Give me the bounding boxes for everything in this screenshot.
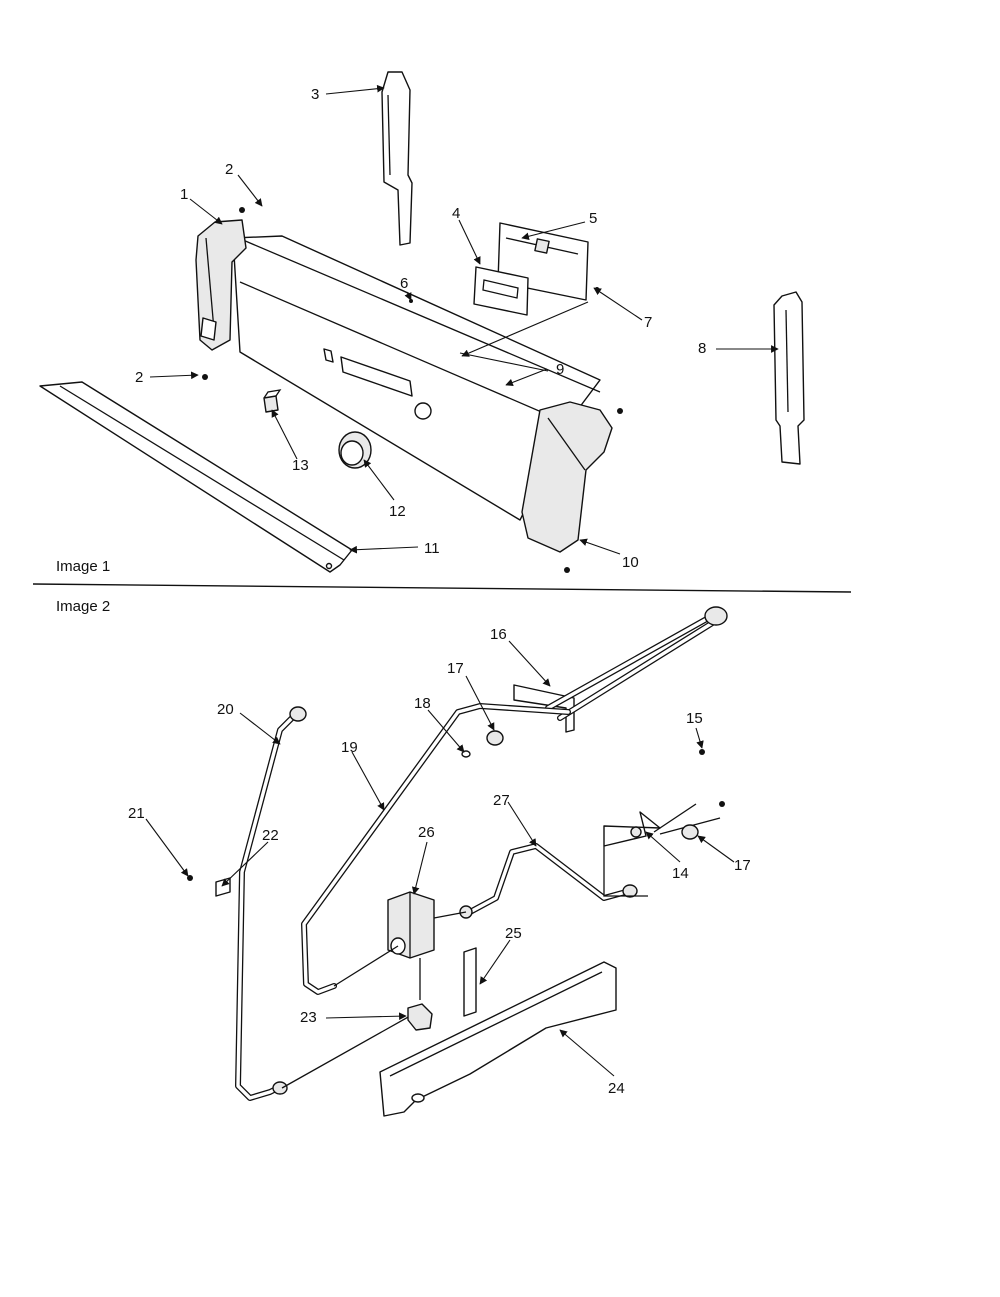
callout-2: 2 bbox=[135, 369, 143, 386]
nut-icon bbox=[486, 730, 504, 746]
manifold-bracket bbox=[513, 684, 575, 733]
callout-25: 25 bbox=[505, 925, 522, 942]
callout-10: 10 bbox=[622, 554, 639, 571]
trim-strip bbox=[39, 381, 353, 573]
overlay-plate bbox=[473, 266, 529, 316]
callout-3: 3 bbox=[311, 86, 319, 103]
valve bbox=[333, 891, 467, 1000]
callout-5: 5 bbox=[589, 210, 597, 227]
callout-17: 17 bbox=[734, 857, 751, 874]
callout-24: 24 bbox=[608, 1080, 625, 1097]
callout-1: 1 bbox=[180, 186, 188, 203]
callout-20: 20 bbox=[217, 701, 234, 718]
callout-7: 7 bbox=[644, 314, 652, 331]
callout-8: 8 bbox=[698, 340, 706, 357]
callout-21: 21 bbox=[128, 805, 145, 822]
small-window bbox=[323, 348, 334, 363]
callout-19: 19 bbox=[341, 739, 358, 756]
backguard-panel bbox=[232, 235, 601, 521]
callout-22: 22 bbox=[262, 827, 279, 844]
clip bbox=[263, 389, 282, 413]
callout-13: 13 bbox=[292, 457, 309, 474]
callout-15: 15 bbox=[686, 710, 703, 727]
screw-icon bbox=[719, 801, 725, 807]
callout-11: 11 bbox=[424, 540, 440, 557]
control-board bbox=[473, 222, 589, 316]
callout-6: 6 bbox=[400, 275, 408, 292]
display-window bbox=[340, 356, 413, 397]
knob-hole bbox=[414, 402, 432, 420]
callout-17: 17 bbox=[447, 660, 464, 677]
callout-27: 27 bbox=[493, 792, 510, 809]
right-side-hardware bbox=[603, 803, 721, 897]
callout-26: 26 bbox=[418, 824, 435, 841]
section-label-image-2: Image 2 bbox=[56, 598, 110, 615]
image-2-leaders bbox=[145, 640, 735, 1077]
image-1-assembly bbox=[39, 71, 805, 573]
image-2-assembly bbox=[187, 606, 728, 1117]
regulator bbox=[407, 1003, 433, 1031]
image-2-callouts: 16 17 18 19 20 21 22 26 27 15 14 17 25 2… bbox=[128, 626, 751, 1097]
callout-9: 9 bbox=[556, 361, 564, 378]
small-bracket bbox=[463, 947, 477, 1017]
screw-icon bbox=[187, 875, 193, 881]
knob bbox=[338, 431, 372, 469]
screw-icon bbox=[699, 749, 705, 755]
fitting bbox=[704, 606, 728, 626]
callout-14: 14 bbox=[672, 865, 689, 882]
right-end-cap bbox=[521, 401, 613, 553]
callout-2: 2 bbox=[225, 161, 233, 178]
section-divider bbox=[32, 583, 852, 593]
right-bracket bbox=[773, 291, 805, 465]
image-1-leaders bbox=[149, 84, 779, 555]
section-label-image-1: Image 1 bbox=[56, 558, 110, 575]
callout-16: 16 bbox=[490, 626, 507, 643]
callout-23: 23 bbox=[300, 1009, 317, 1026]
callout-4: 4 bbox=[452, 205, 460, 222]
callout-18: 18 bbox=[414, 695, 431, 712]
callout-12: 12 bbox=[389, 503, 406, 520]
manifold-rail bbox=[379, 961, 617, 1117]
image-1-callouts: 1 2 2 3 4 5 6 7 8 9 10 11 12 13 bbox=[135, 86, 706, 571]
left-bracket bbox=[381, 71, 413, 246]
left-end-cap bbox=[195, 219, 247, 351]
